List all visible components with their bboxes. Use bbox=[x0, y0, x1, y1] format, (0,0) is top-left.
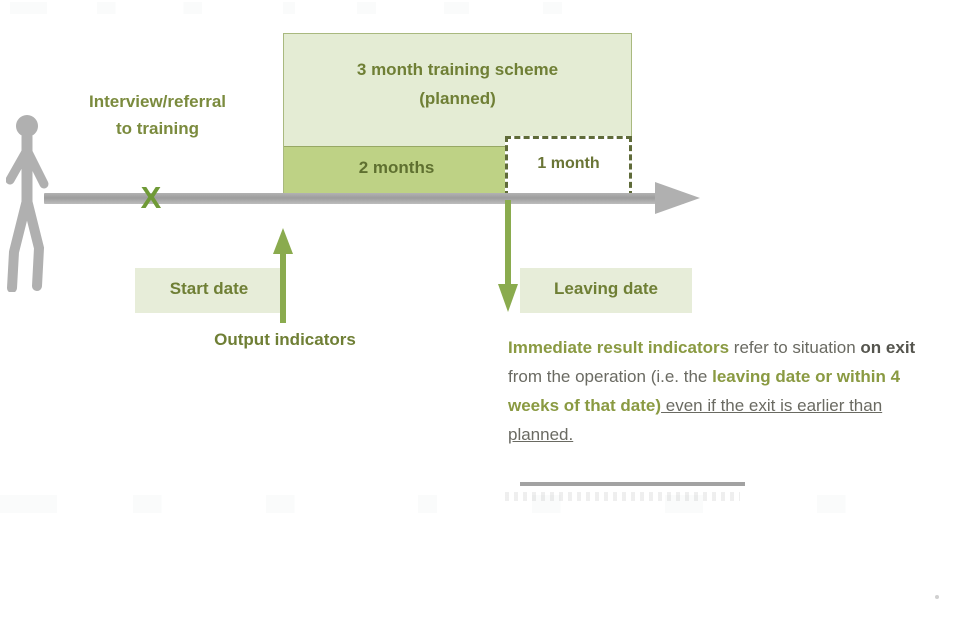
two-months-label: 2 months bbox=[358, 158, 435, 177]
paragraph-segment-4: from the operation (i.e. the bbox=[508, 367, 713, 386]
interview-line-2: to training bbox=[115, 119, 200, 138]
leaving-date-label: Leaving date bbox=[554, 279, 658, 298]
one-month-dashed-bar bbox=[505, 136, 632, 197]
leaving-date-box bbox=[520, 268, 692, 313]
scan-artifact-bar bbox=[520, 482, 745, 486]
timeline-axis bbox=[44, 193, 684, 204]
interview-referral-label: Interview/referral to training bbox=[55, 88, 260, 142]
scan-artifact-line bbox=[505, 492, 740, 501]
scan-artifact-bottom bbox=[0, 495, 950, 513]
paragraph-segment-6: even if the exit is earlier than planned… bbox=[508, 396, 883, 444]
output-indicators-label: Output indicators bbox=[214, 330, 356, 349]
result-indicators-paragraph: Immediate result indicators refer to sit… bbox=[508, 333, 950, 449]
paragraph-segment-2: refer to situation bbox=[729, 338, 861, 357]
scan-artifact-dot bbox=[935, 595, 939, 599]
up-arrow-icon bbox=[273, 228, 293, 323]
start-date-box bbox=[135, 268, 283, 313]
start-date-label: Start date bbox=[169, 279, 249, 298]
planned-line-2: (planned) bbox=[419, 89, 496, 108]
paragraph-segment-1: Immediate result indicators bbox=[508, 338, 730, 357]
timeline-arrowhead-icon bbox=[655, 182, 700, 214]
planned-line-1: 3 month training scheme bbox=[356, 60, 559, 79]
paragraph-segment-5: leaving date or within 4 weeks of that d… bbox=[508, 367, 901, 415]
down-arrow-icon bbox=[498, 200, 518, 312]
paragraph-segment-3: on exit bbox=[860, 338, 916, 357]
one-month-label: 1 month bbox=[537, 155, 600, 172]
planned-scheme-label: 3 month training scheme (planned) bbox=[288, 55, 627, 113]
scan-artifact-top bbox=[10, 2, 630, 14]
walking-person-icon bbox=[6, 115, 49, 292]
interview-line-1: Interview/referral bbox=[88, 92, 226, 111]
x-marker-icon: X bbox=[140, 180, 162, 215]
